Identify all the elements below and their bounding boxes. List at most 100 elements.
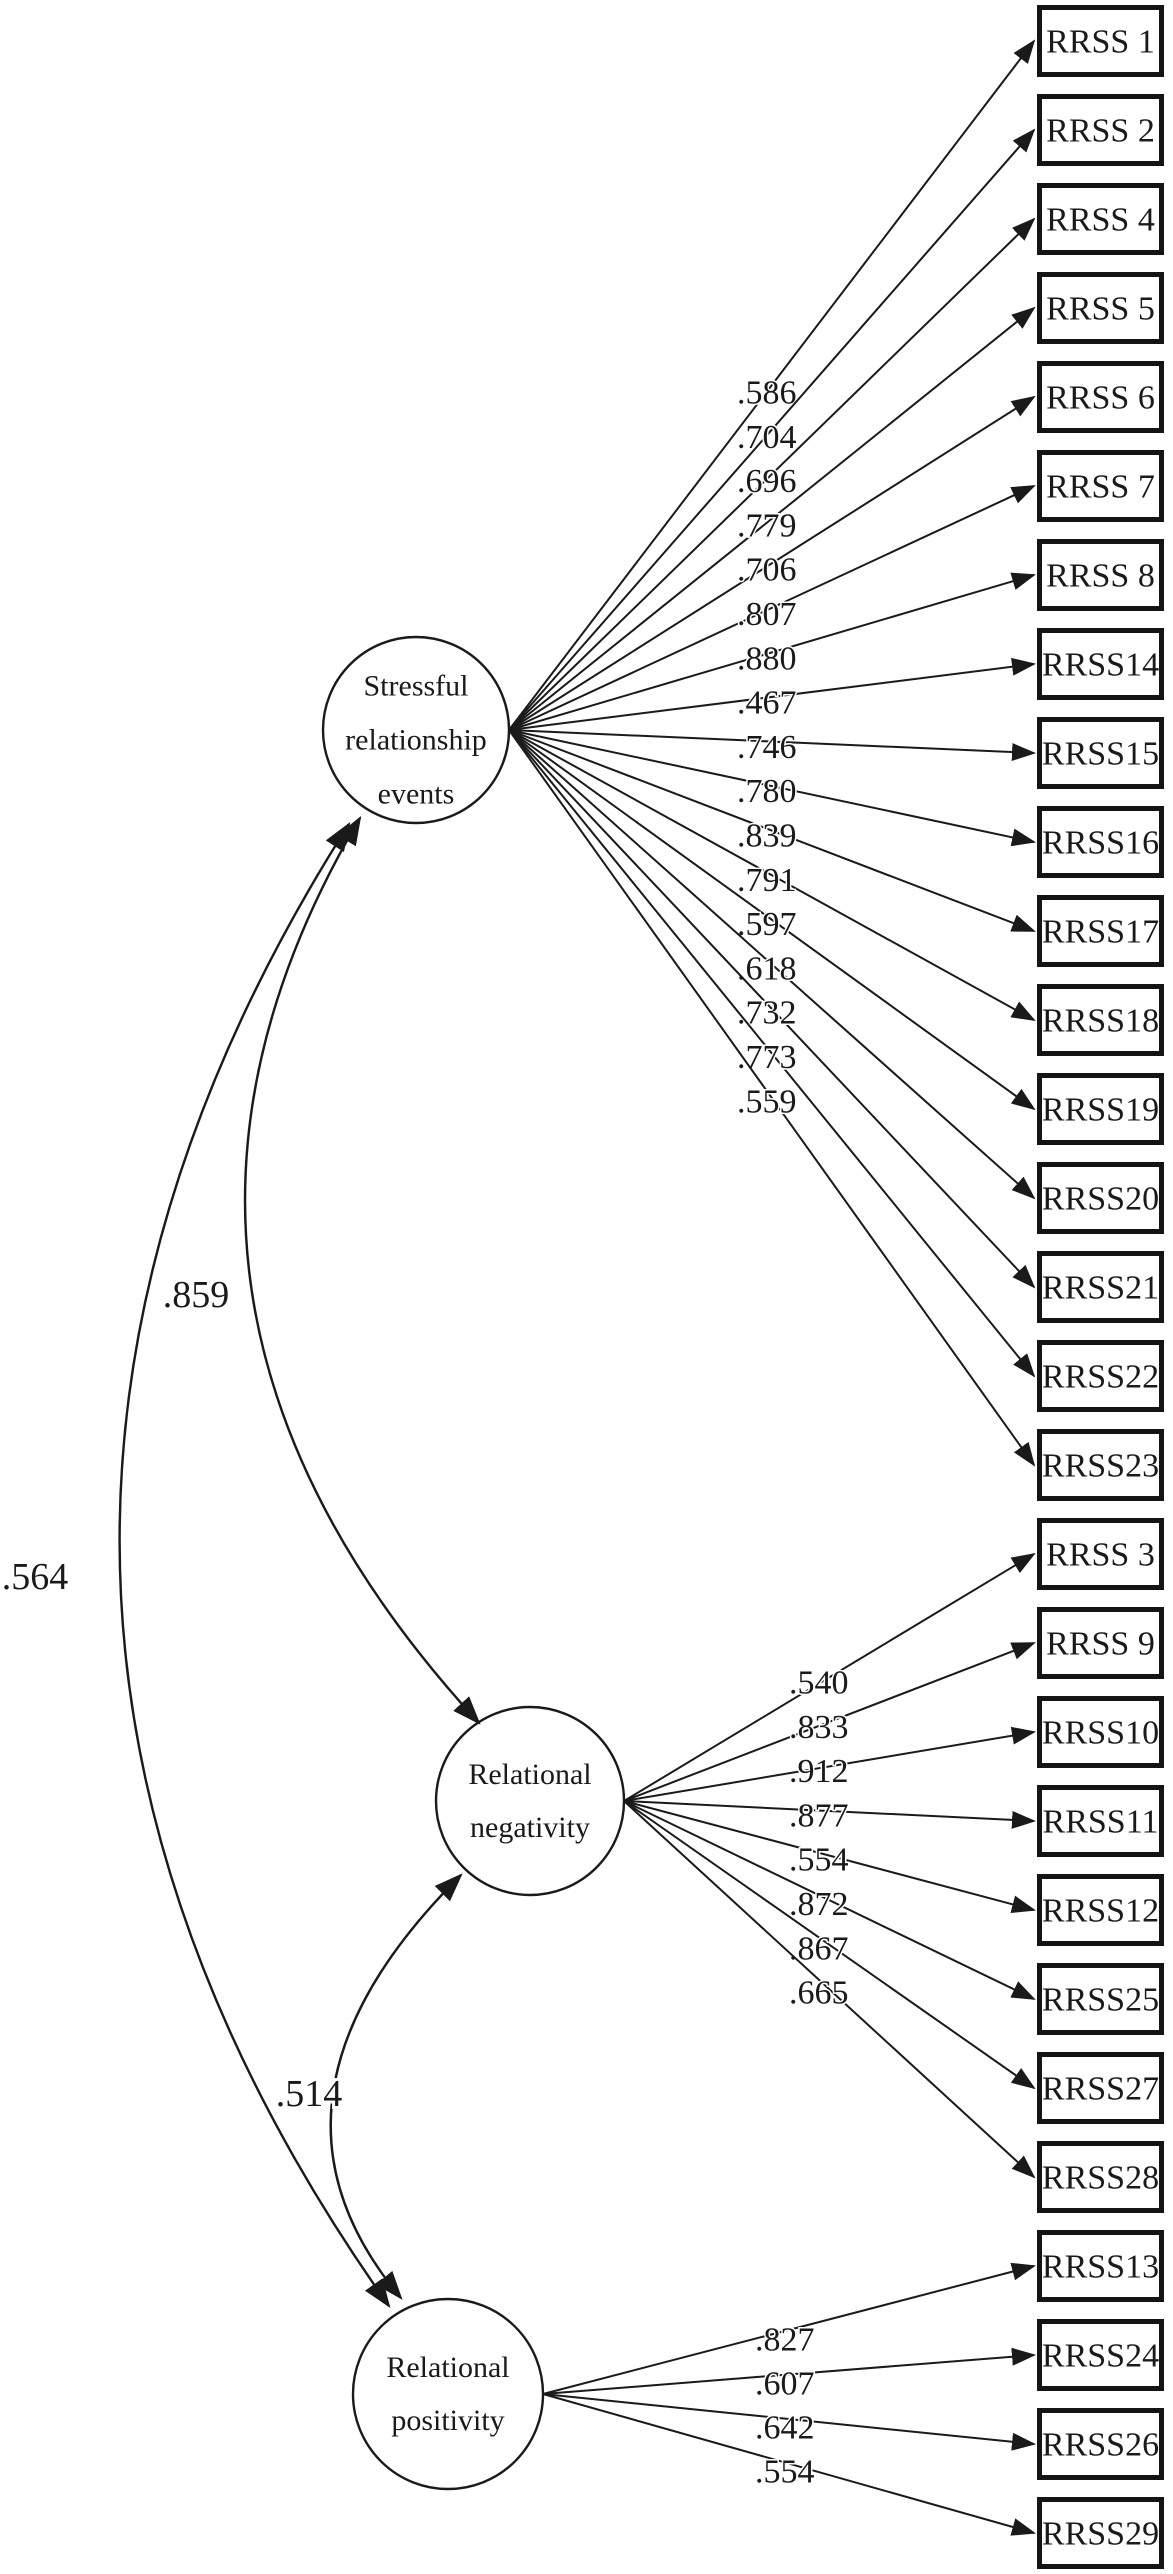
indicator-label-rrss14: RRSS14 xyxy=(1042,647,1159,684)
loading-value-rrss24: .607 xyxy=(755,2366,815,2403)
loading-arrow-rrss-5 xyxy=(508,306,1036,731)
indicator-box-rrss-7 xyxy=(1037,450,1164,522)
indicator-box-rrss11 xyxy=(1037,1785,1164,1857)
loading-value-rrss15: .746 xyxy=(737,729,797,766)
correlation-value-stressful-relationship-events--relational-positivity: .564 xyxy=(2,1556,69,1598)
loading-arrow-rrss29 xyxy=(542,2393,1036,2536)
indicator-box-rrss13 xyxy=(1037,2230,1164,2302)
loading-value-rrss14: .467 xyxy=(737,685,797,722)
factor-circle-relational-positivity xyxy=(351,2297,545,2491)
loading-arrow-rrss25 xyxy=(623,1800,1036,2000)
correlation-arrow-stressful-relationship-events--relational-negativity xyxy=(243,815,481,1725)
loading-arrow-rrss20 xyxy=(508,729,1036,1200)
indicator-label-rrss25: RRSS25 xyxy=(1042,1982,1159,2019)
indicator-label-rrss-8: RRSS 8 xyxy=(1046,558,1155,595)
loading-value-rrss28: .665 xyxy=(789,1975,849,2012)
indicator-box-rrss29 xyxy=(1037,2497,1164,2569)
indicator-box-rrss-6 xyxy=(1037,361,1164,433)
loading-value-rrss-9: .833 xyxy=(789,1709,849,1746)
indicator-label-rrss-5: RRSS 5 xyxy=(1046,291,1155,328)
factor-label-stressful-relationship-events-line-2: relationship xyxy=(345,724,487,757)
loading-value-rrss11: .877 xyxy=(789,1797,849,1834)
loading-value-rrss12: .554 xyxy=(789,1842,849,1879)
loading-value-rrss18: .791 xyxy=(737,862,797,899)
correlation-value-stressful-relationship-events--relational-negativity: .859 xyxy=(163,1274,230,1316)
loading-arrow-rrss16 xyxy=(508,729,1036,847)
loading-arrow-rrss-6 xyxy=(508,395,1036,731)
indicator-box-rrss-4 xyxy=(1037,183,1164,255)
indicator-label-rrss19: RRSS19 xyxy=(1042,1092,1159,1129)
loading-value-rrss10: .912 xyxy=(789,1753,849,1790)
factor-label-stressful-relationship-events-line-1: Stressful xyxy=(364,670,469,703)
indicator-box-rrss12 xyxy=(1037,1874,1164,1946)
indicator-label-rrss-3: RRSS 3 xyxy=(1046,1537,1155,1574)
loading-value-rrss13: .827 xyxy=(755,2322,815,2359)
factor-label-relational-negativity-line-1: Relational xyxy=(468,1758,591,1791)
correlation-arrow-stressful-relationship-events--relational-positivity xyxy=(118,821,391,2308)
indicator-box-rrss16 xyxy=(1037,806,1164,878)
indicator-box-rrss27 xyxy=(1037,2052,1164,2124)
loading-value-rrss-7: .807 xyxy=(737,596,797,633)
factor-circle-relational-negativity xyxy=(434,1705,626,1897)
loading-arrow-rrss-1 xyxy=(508,39,1036,731)
factor-label-relational-positivity-line-1: Relational xyxy=(386,2351,509,2384)
indicator-box-rrss26 xyxy=(1037,2408,1164,2480)
loading-value-rrss22: .773 xyxy=(737,1039,797,1076)
indicator-label-rrss10: RRSS10 xyxy=(1042,1715,1159,1752)
loading-arrow-rrss-9 xyxy=(623,1642,1036,1802)
indicator-box-rrss10 xyxy=(1037,1696,1164,1768)
loading-value-rrss-5: .779 xyxy=(737,507,797,544)
indicator-label-rrss27: RRSS27 xyxy=(1042,2071,1159,2108)
indicator-box-rrss24 xyxy=(1037,2319,1164,2391)
loading-value-rrss-8: .880 xyxy=(737,640,797,677)
loading-arrow-rrss21 xyxy=(508,729,1036,1289)
loading-arrow-rrss12 xyxy=(623,1800,1036,1914)
loading-value-rrss-6: .706 xyxy=(737,552,797,589)
indicator-label-rrss23: RRSS23 xyxy=(1042,1448,1159,1485)
loading-arrow-rrss15 xyxy=(508,729,1036,762)
loading-value-rrss29: .554 xyxy=(755,2454,815,2491)
indicator-label-rrss16: RRSS16 xyxy=(1042,825,1159,862)
indicator-label-rrss-2: RRSS 2 xyxy=(1046,113,1155,150)
factor-label-stressful-relationship-events-line-3: events xyxy=(378,778,455,811)
correlation-value-relational-negativity--relational-positivity: .514 xyxy=(276,2073,343,2115)
indicator-label-rrss24: RRSS24 xyxy=(1042,2338,1159,2375)
indicator-label-rrss22: RRSS22 xyxy=(1042,1359,1159,1396)
indicator-box-rrss19 xyxy=(1037,1073,1164,1145)
indicator-label-rrss13: RRSS13 xyxy=(1042,2249,1159,2286)
loading-value-rrss17: .839 xyxy=(737,818,797,855)
indicator-label-rrss12: RRSS12 xyxy=(1042,1893,1159,1930)
factor-label-relational-positivity-line-2: positivity xyxy=(391,2404,504,2437)
loading-value-rrss-2: .704 xyxy=(737,419,797,456)
loading-arrow-rrss-8 xyxy=(508,572,1036,731)
indicator-label-rrss11: RRSS11 xyxy=(1043,1804,1159,1841)
indicator-box-rrss23 xyxy=(1037,1429,1164,1501)
indicator-label-rrss21: RRSS21 xyxy=(1042,1270,1159,1307)
indicator-label-rrss-7: RRSS 7 xyxy=(1046,469,1155,506)
loading-value-rrss-1: .586 xyxy=(737,375,797,412)
loading-arrow-rrss14 xyxy=(508,657,1036,731)
loading-value-rrss23: .559 xyxy=(737,1083,797,1120)
loading-arrow-rrss13 xyxy=(542,2262,1036,2395)
indicator-label-rrss17: RRSS17 xyxy=(1042,914,1159,951)
loading-value-rrss25: .872 xyxy=(789,1886,849,1923)
loading-value-rrss26: .642 xyxy=(755,2410,815,2447)
indicator-box-rrss21 xyxy=(1037,1251,1164,1323)
indicator-label-rrss18: RRSS18 xyxy=(1042,1003,1159,1040)
indicator-label-rrss28: RRSS28 xyxy=(1042,2160,1159,2197)
indicator-box-rrss25 xyxy=(1037,1963,1164,2035)
indicator-label-rrss-4: RRSS 4 xyxy=(1046,202,1155,239)
loading-arrow-rrss-3 xyxy=(623,1552,1036,1802)
indicator-box-rrss22 xyxy=(1037,1340,1164,1412)
indicator-box-rrss-1 xyxy=(1037,5,1164,77)
indicator-box-rrss28 xyxy=(1037,2141,1164,2213)
factor-label-relational-negativity-line-2: negativity xyxy=(470,1811,590,1844)
loading-arrow-rrss19 xyxy=(508,729,1036,1111)
loading-arrow-rrss18 xyxy=(508,729,1036,1021)
loading-arrow-rrss10 xyxy=(623,1726,1036,1802)
indicator-label-rrss20: RRSS20 xyxy=(1042,1181,1159,1218)
loading-arrow-rrss28 xyxy=(623,1800,1036,2179)
indicator-box-rrss-3 xyxy=(1037,1518,1164,1590)
